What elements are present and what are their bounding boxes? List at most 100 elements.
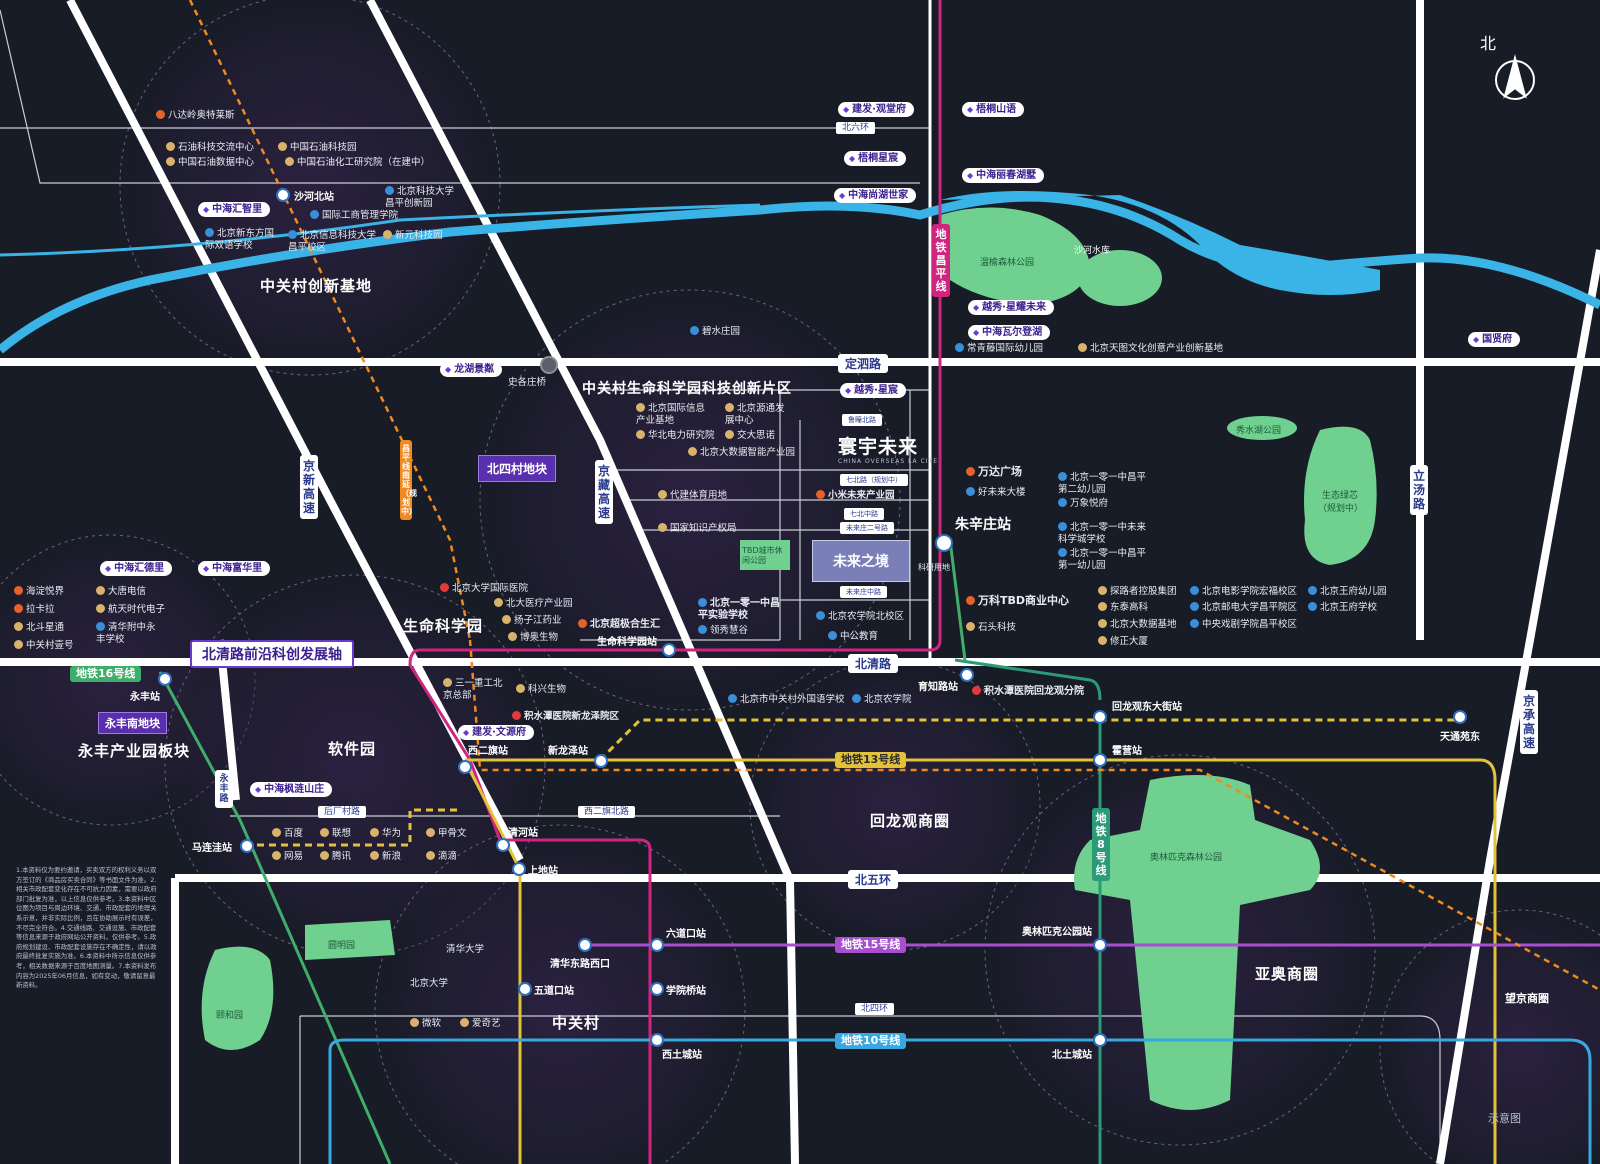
subway-station-icon <box>1093 938 1107 952</box>
poi-gjsm: 国际工商管理学院 <box>310 210 398 222</box>
school-icon <box>1308 586 1317 595</box>
poi-bj101-wl-label: 北京一零一中未来科学城学校 <box>1058 522 1147 545</box>
poi-nongda-label: 北京农学院北校区 <box>828 611 905 622</box>
office-icon <box>725 430 734 439</box>
axis-label: 北清路前沿科创发展轴 <box>190 640 354 668</box>
poi-bj101-cp2-label: 北京一零一中昌平第二幼儿园 <box>1058 472 1147 495</box>
poi-wanxiang-label: 万象悦府 <box>1070 498 1109 509</box>
poi-aiqiyi: 爱奇艺 <box>460 1018 501 1030</box>
poi-chaoji: 北京超极合生汇 <box>578 619 660 631</box>
region-wangjing: 望京商圈 <box>1505 992 1549 1005</box>
station-liudaokou: 六道口站 <box>666 929 706 940</box>
poi-wangyi: 网易 <box>272 851 303 863</box>
poi-jiaoda: 交大思诺 <box>725 430 775 442</box>
poi-zhonggong: 中公教育 <box>828 631 878 643</box>
poi-wangfu-you-label: 北京王府幼儿园 <box>1320 586 1387 597</box>
poi-didi: 滴滴 <box>426 851 457 863</box>
proj-chaoxiu-xy: 越秀·星耀未来 <box>968 300 1054 315</box>
school-icon <box>1058 548 1067 557</box>
station-olympic: 奥林匹克公园站 <box>1022 927 1092 938</box>
poi-haoweilai: 好未来大楼 <box>966 487 1026 499</box>
subway-station-icon <box>935 534 953 552</box>
subway-station-icon <box>650 1033 664 1047</box>
line-16 <box>158 671 392 1164</box>
station-shahe-n: 沙河北站 <box>294 192 334 203</box>
road-jingzang: 京藏高速 <box>595 460 613 524</box>
subway-station-icon <box>458 760 472 774</box>
road-jingxin: 京新高速 <box>300 455 318 519</box>
subway-station-icon <box>496 838 510 852</box>
poi-yuantong-label: 北京源通发展中心 <box>725 403 785 426</box>
school-icon <box>385 186 394 195</box>
poi-bigdata-label: 北京大数据智能产业园 <box>700 447 796 458</box>
office-icon <box>426 828 435 837</box>
poi-bj101-wl: 北京一零一中未来科学城学校 <box>1058 522 1148 546</box>
road-jingcheng: 京承高速 <box>1520 690 1538 754</box>
station-huoying: 霍营站 <box>1112 746 1142 757</box>
office-icon <box>370 828 379 837</box>
poi-jishuitan-lz: 积水潭医院新龙泽院区 <box>512 711 619 723</box>
subway-l8: 地铁8号线 <box>1092 808 1110 881</box>
poi-qinghua: 清华大学 <box>446 944 485 955</box>
north-arrow <box>1495 54 1535 100</box>
schematic-label: 示意图 <box>1488 1112 1521 1125</box>
office-icon <box>1078 343 1087 352</box>
poi-xinyuan: 新元科技园 <box>383 230 443 242</box>
line-13 <box>465 758 1497 1164</box>
office-icon <box>636 430 645 439</box>
poi-tbd-park: TBD城市休闲公园 <box>742 546 783 565</box>
subway-changping: 地铁昌平线 <box>932 224 950 297</box>
poi-zhishi-label: 国家知识产权局 <box>670 523 737 534</box>
station-life-sci: 生命科学园站 <box>597 637 657 648</box>
box-yongfeng-south: 永丰南地块 <box>98 712 167 734</box>
poi-haidian-yl: 海淀悦界 <box>14 586 64 598</box>
poi-yuantong: 北京源通发展中心 <box>725 403 785 427</box>
poi-sany-label: 三一重工北京总部 <box>443 678 503 701</box>
circle-software <box>164 574 546 956</box>
line-changping <box>408 0 942 1164</box>
road-north4: 北四环 <box>855 1003 895 1015</box>
subway-station-icon <box>240 839 254 853</box>
poi-weiruan: 微软 <box>410 1018 441 1030</box>
subway-station-icon <box>662 643 676 657</box>
road-houchang: 后厂村路 <box>318 806 367 818</box>
region-hlg: 回龙观商圈 <box>870 812 951 830</box>
school-icon <box>96 622 105 631</box>
subway-station-icon <box>518 982 532 996</box>
region-zgc-base: 中关村创新基地 <box>260 277 373 295</box>
station-shigezhuang: 史各庄桥 <box>508 377 547 388</box>
poi-wangfu-you: 北京王府幼儿园 <box>1308 586 1387 598</box>
subway-station-icon <box>650 982 664 996</box>
poi-shiyou-xy: 中国石油科技园 <box>278 142 357 154</box>
office-icon <box>272 851 281 860</box>
poi-beidou-label: 北斗星通 <box>26 622 65 633</box>
proj-zh-hzl: 中海汇智里 <box>198 202 271 217</box>
poi-beidou: 北斗星通 <box>14 622 64 634</box>
poi-shiyou-sj-label: 中国石油数据中心 <box>178 157 255 168</box>
office-icon <box>278 142 287 151</box>
poi-xinyuan-label: 新元科技园 <box>395 230 443 241</box>
subway-station-icon <box>1093 753 1107 767</box>
interchange-icon <box>540 356 558 374</box>
school-icon <box>288 230 297 239</box>
center-brand-sub: CHINA OVERSEAS LA CITE <box>838 458 938 465</box>
office-icon <box>96 586 105 595</box>
office-icon <box>14 640 23 649</box>
road-qibei-mid: 七北中路 <box>844 508 884 520</box>
poi-huadian: 华北电力研究院 <box>636 430 715 442</box>
poi-bkd: 北京科技大学昌平创新园 <box>385 186 463 210</box>
poi-daijian: 代建体育用地 <box>658 490 727 502</box>
poi-zhishi: 国家知识产权局 <box>658 523 737 535</box>
subway-station-icon <box>512 862 526 876</box>
poi-xiju-label: 中央戏剧学院昌平校区 <box>1202 619 1298 630</box>
poi-xdf: 北京新东方国际双语学校 <box>205 228 283 252</box>
subway-l15: 地铁15号线 <box>835 937 907 953</box>
poi-dianying-label: 北京电影学院宏福校区 <box>1202 586 1298 597</box>
poi-tengxun: 腾讯 <box>320 851 351 863</box>
north-label: 北 <box>1480 34 1497 53</box>
poi-nongxue-label: 北京农学院 <box>864 694 912 705</box>
poi-xiaomi: 小米未来产业园 <box>816 490 895 502</box>
road-weilai2: 未来庄二号路 <box>840 522 894 534</box>
poi-shihua-label: 中国石油化工研究院（在建中） <box>297 157 431 168</box>
box-beisicun: 北四村地块 <box>478 455 557 482</box>
